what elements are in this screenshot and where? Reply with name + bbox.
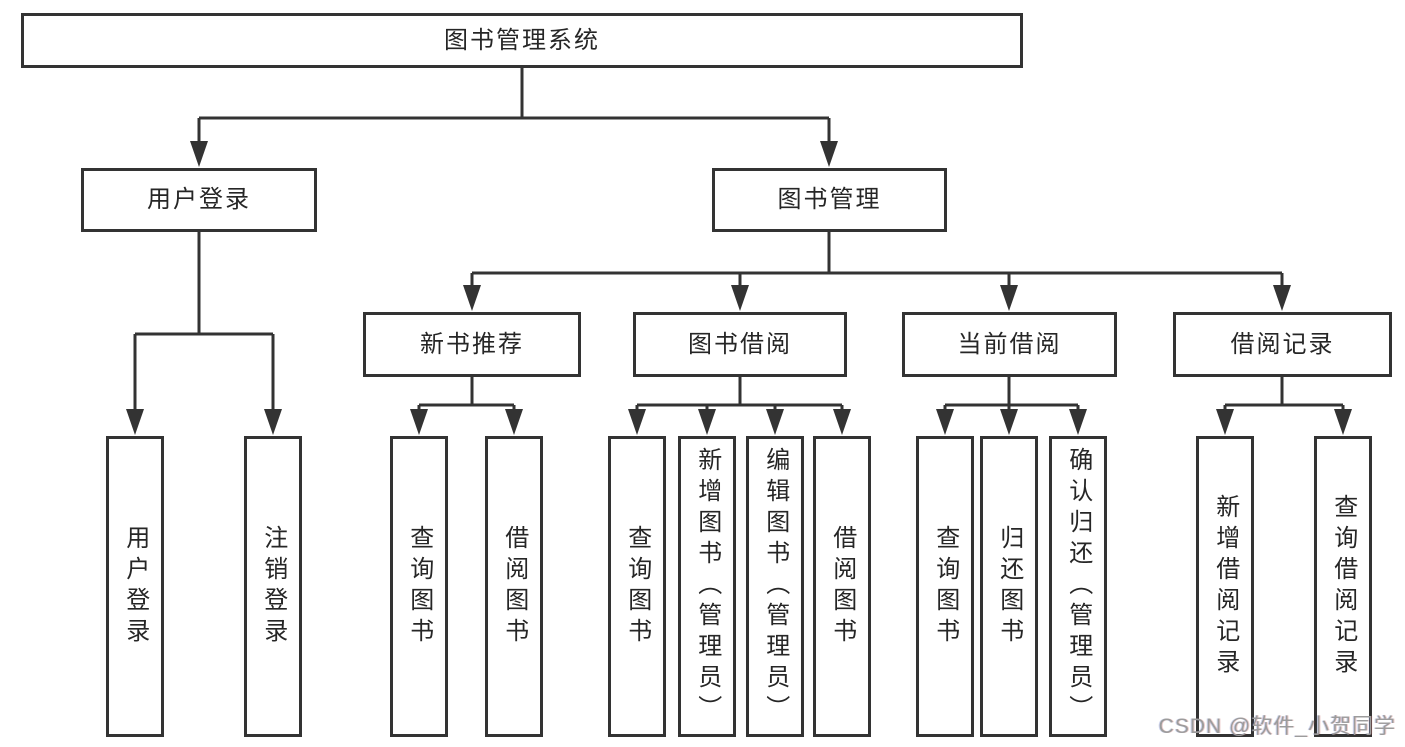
node-leaf-logout: 注销登录	[244, 436, 302, 737]
node-leaf-confirm-return-admin: 确认归还（管理员）	[1049, 436, 1107, 737]
node-leaf-recommend-borrow-book-label: 借阅图书	[500, 524, 528, 649]
node-root-label: 图书管理系统	[444, 26, 600, 54]
node-leaf-edit-book-admin: 编辑图书（管理员）	[746, 436, 804, 737]
node-book-borrow: 图书借阅	[633, 312, 847, 377]
node-book-borrow-label: 图书借阅	[688, 330, 792, 358]
node-leaf-return-book: 归还图书	[980, 436, 1038, 737]
node-book-management-label: 图书管理	[777, 186, 882, 214]
node-leaf-query-borrow-record: 查询借阅记录	[1314, 436, 1372, 737]
node-user-login-label: 用户登录	[147, 186, 251, 214]
node-user-login: 用户登录	[81, 168, 317, 232]
node-leaf-add-book-admin: 新增图书（管理员）	[678, 436, 736, 737]
node-leaf-return-book-label: 归还图书	[995, 524, 1023, 649]
node-new-book-recommend-label: 新书推荐	[420, 330, 524, 358]
node-root: 图书管理系统	[21, 13, 1023, 68]
node-leaf-borrow-book: 借阅图书	[813, 436, 871, 737]
node-leaf-user-login: 用户登录	[106, 436, 164, 737]
node-borrow-records: 借阅记录	[1173, 312, 1392, 377]
node-leaf-borrow-query-book: 查询图书	[608, 436, 666, 737]
node-leaf-current-query-book: 查询图书	[916, 436, 974, 737]
node-leaf-user-login-label: 用户登录	[121, 524, 149, 649]
node-leaf-query-borrow-record-label: 查询借阅记录	[1329, 493, 1357, 680]
node-leaf-recommend-query-book: 查询图书	[390, 436, 448, 737]
node-leaf-add-book-admin-label: 新增图书（管理员）	[693, 447, 721, 726]
node-leaf-confirm-return-admin-label: 确认归还（管理员）	[1064, 447, 1092, 726]
node-leaf-current-query-book-label: 查询图书	[931, 524, 959, 649]
node-book-management: 图书管理	[712, 168, 947, 232]
node-leaf-add-borrow-record: 新增借阅记录	[1196, 436, 1254, 737]
node-current-borrow-label: 当前借阅	[957, 330, 1062, 358]
node-new-book-recommend: 新书推荐	[363, 312, 581, 377]
node-borrow-records-label: 借阅记录	[1230, 330, 1335, 358]
node-leaf-borrow-book-label: 借阅图书	[828, 524, 856, 649]
node-leaf-add-borrow-record-label: 新增借阅记录	[1211, 493, 1239, 680]
csdn-watermark: CSDN @软件_小贺同学	[1158, 715, 1396, 738]
node-leaf-recommend-query-book-label: 查询图书	[405, 524, 433, 649]
node-current-borrow: 当前借阅	[902, 312, 1117, 377]
node-leaf-logout-label: 注销登录	[259, 524, 287, 649]
node-leaf-recommend-borrow-book: 借阅图书	[485, 436, 543, 737]
node-leaf-edit-book-admin-label: 编辑图书（管理员）	[761, 447, 789, 726]
node-leaf-borrow-query-book-label: 查询图书	[623, 524, 651, 649]
